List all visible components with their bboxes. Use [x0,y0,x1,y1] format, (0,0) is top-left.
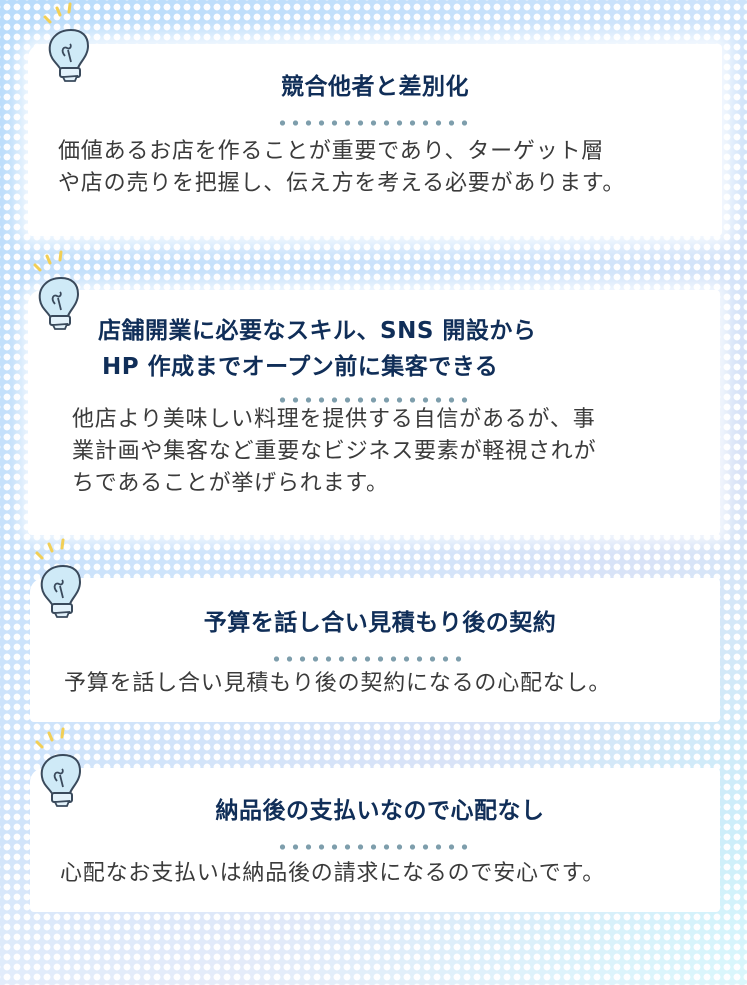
description-line: 他店より美味しい料理を提供する自信があるが、事 [72,407,596,432]
lightbulb-icon [35,727,82,807]
card-title: 予算を話し合い見積もり後の契約 [203,610,557,636]
lightbulb-icon [43,2,90,82]
title-line: 店舗開業に必要なスキル、SNS 開設から [98,318,537,344]
lightbulb-icon [35,538,82,618]
feature-card-opening-skills [28,290,720,535]
dotted-divider [270,656,466,662]
description-line: や店の売りを把握し、伝え方を考える必要があります。 [58,171,626,196]
card-description: 予算を話し合い見積もり後の契約になるの心配なし。 [64,668,714,700]
dotted-divider [276,844,472,850]
feature-card-estimate-contract [30,578,720,722]
card-title: 競合他者と差別化 [281,74,469,100]
description-line: 価値あるお店を作ることが重要であり、ターゲット層 [58,139,605,164]
card-title: 店舗開業に必要なスキル、SNS 開設から HP 作成までオープン前に集客できる [98,313,658,385]
card-title: 納品後の支払いなので心配なし [215,798,545,824]
feature-card-payment-after-delivery [30,768,720,912]
card-description: 心配なお支払いは納品後の請求になるので安心です。 [60,858,710,890]
card-description: 他店より美味しい料理を提供する自信があるが、事 業計画や集客など重要なビジネス要… [72,404,712,500]
dotted-divider [276,120,472,126]
description-line: 業計画や集客など重要なビジネス要素が軽視されが [72,439,597,464]
description-line: 予算を話し合い見積もり後の契約になるの心配なし。 [64,671,612,696]
lightbulb-icon [33,250,80,330]
description-line: ちであることが挙げられます。 [72,471,389,496]
card-description: 価値あるお店を作ることが重要であり、ターゲット層 や店の売りを把握し、伝え方を考… [58,136,708,200]
description-line: 心配なお支払いは納品後の請求になるので安心です。 [60,861,606,886]
feature-card-differentiation [28,44,722,236]
dotted-divider [276,397,472,403]
title-line: HP 作成までオープン前に集客できる [102,354,499,380]
